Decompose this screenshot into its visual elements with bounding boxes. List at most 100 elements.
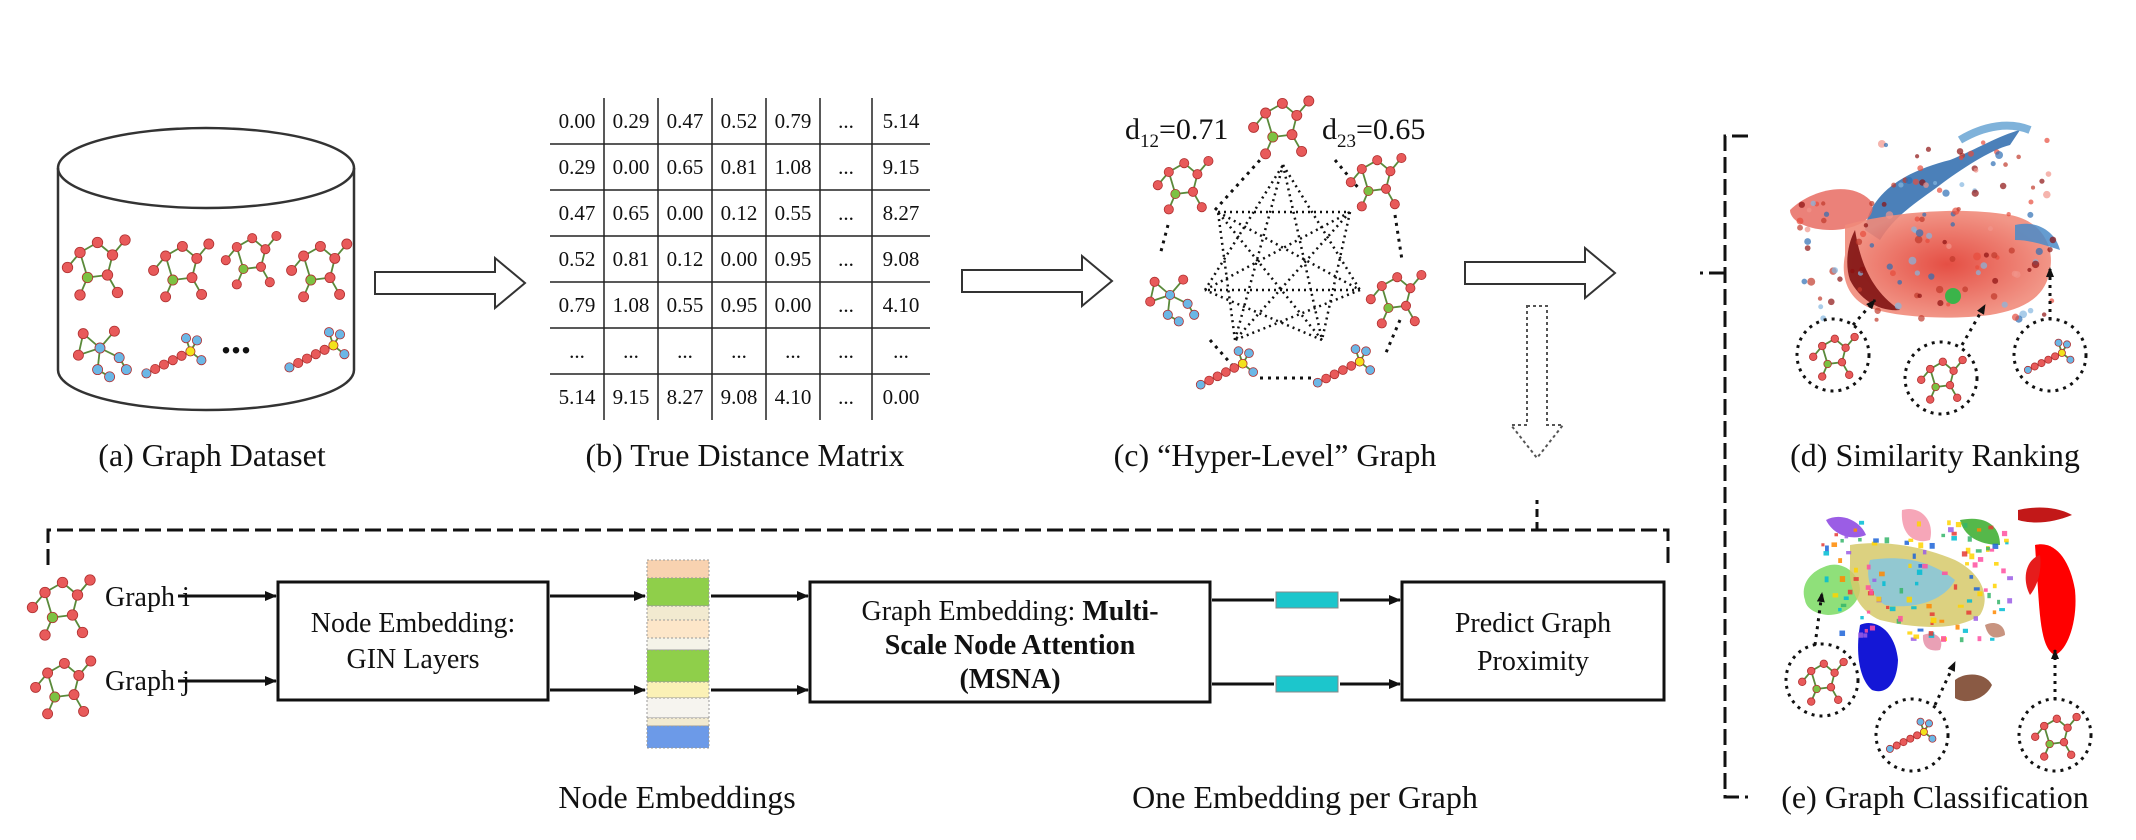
graph-embedding-msna-box: Graph Embedding: Multi- Scale Node Atten…	[808, 580, 1212, 704]
matrix-cell: ...	[838, 155, 854, 179]
matrix-cell: 0.47	[667, 109, 704, 133]
caption-hyper-level-graph: (c) “Hyper-Level” Graph	[1114, 437, 1437, 473]
molecule-icon	[1248, 95, 1315, 160]
svg-text:(MSNA): (MSNA)	[959, 664, 1060, 695]
graph-j-label: Graph j	[105, 666, 190, 697]
molecule-icon	[141, 333, 207, 379]
node-embedding-gin-box: Node Embedding: GIN Layers	[276, 580, 550, 702]
molecule-icon	[148, 238, 215, 303]
matrix-cell: 0.12	[721, 201, 758, 225]
matrix-cell: 5.14	[883, 109, 920, 133]
graph-embedding-i	[1275, 591, 1339, 609]
matrix-cell: ...	[623, 339, 639, 363]
molecule-icon	[61, 234, 131, 301]
node-embedding-stack	[646, 559, 710, 749]
pipeline-input-molecules	[26, 574, 97, 720]
graph-i-label: Graph i	[105, 582, 190, 613]
right-bracket	[1700, 134, 1748, 799]
graph-dataset-panel: ... (a) Graph Dataset	[56, 126, 356, 473]
caption-graph-classification: (e) Graph Classification	[1781, 779, 2088, 815]
graph-classification-panel: (e) Graph Classification	[1781, 507, 2093, 815]
matrix-cell: 0.00	[721, 247, 758, 271]
matrix-cell: 0.79	[775, 109, 812, 133]
matrix-cell: 8.27	[667, 385, 704, 409]
matrix-cell: 0.65	[613, 201, 650, 225]
matrix-cell: 9.08	[883, 247, 920, 271]
matrix-cell: 0.81	[721, 155, 758, 179]
matrix-cell: 9.08	[721, 385, 758, 409]
molecule-icon	[284, 327, 350, 373]
hyper-level-graph-panel: d12=0.71 d23=0.65 (c) “Hyper-Level” Grap…	[1114, 95, 1437, 473]
matrix-cell: 0.55	[667, 293, 704, 317]
matrix-cell: 0.95	[775, 247, 812, 271]
molecule-icon	[1365, 269, 1427, 329]
matrix-cell: 0.12	[667, 247, 704, 271]
caption-true-distance-matrix: (b) True Distance Matrix	[585, 437, 904, 473]
matrix-cell: 4.10	[883, 293, 920, 317]
matrix-cell: 0.00	[883, 385, 920, 409]
svg-text:Node Embedding:: Node Embedding:	[311, 608, 516, 639]
matrix-cell: ...	[677, 339, 693, 363]
caption-similarity-ranking: (d) Similarity Ranking	[1790, 437, 2080, 473]
matrix-cell: ...	[838, 109, 854, 133]
molecule-icon	[1195, 346, 1259, 390]
caption-node-embeddings: Node Embeddings	[558, 779, 795, 815]
molecule-icon	[1798, 657, 1848, 706]
molecule-icon	[1885, 717, 1937, 753]
molecule-icon	[220, 230, 282, 290]
matrix-cell: 0.55	[775, 201, 812, 225]
distance-label-d23: d23=0.65	[1322, 113, 1425, 152]
hollow-arrow-c-to-d	[1464, 245, 1617, 301]
matrix-cell: 0.29	[613, 109, 650, 133]
matrix-cell: 1.08	[613, 293, 650, 317]
matrix-cell: 8.27	[883, 201, 920, 225]
matrix-cell: 9.15	[613, 385, 650, 409]
dataset-molecules	[61, 230, 353, 383]
matrix-cell: ...	[731, 339, 747, 363]
caption-one-embedding-per-graph: One Embedding per Graph	[1132, 779, 1478, 815]
matrix-cell: ...	[838, 385, 854, 409]
matrix-cell: 0.81	[613, 247, 650, 271]
molecule-icon	[26, 574, 96, 641]
matrix-cell: 0.47	[559, 201, 596, 225]
predict-graph-proximity-box: Predict Graph Proximity	[1400, 580, 1666, 702]
dotted-down-arrow	[1508, 305, 1566, 460]
distance-matrix-panel: 0.00 0.29 0.47 0.52 0.79... 5.14 0.29 0.00 0.65 0…	[550, 98, 930, 473]
molecule-icon	[1152, 155, 1214, 215]
matrix-cell: ...	[893, 339, 909, 363]
hyper-graph-molecules	[1145, 95, 1427, 390]
pipeline-panel: Graph i Graph j Node Embedding: GIN Laye…	[26, 500, 1670, 815]
matrix-cell: ...	[785, 339, 801, 363]
matrix-cell: 0.52	[721, 109, 758, 133]
matrix-cell: ...	[838, 247, 854, 271]
matrix-cell: 0.00	[559, 109, 596, 133]
hyper-graph-star-edges	[1203, 164, 1362, 342]
svg-text:Proximity: Proximity	[1477, 646, 1589, 677]
matrix-cell: ...	[838, 201, 854, 225]
svg-text:Scale Node Attention: Scale Node Attention	[885, 630, 1136, 661]
distance-matrix-grid	[550, 98, 930, 420]
matrix-cell: 0.00	[613, 155, 650, 179]
molecule-icon	[2023, 338, 2075, 374]
molecule-icon	[1312, 344, 1376, 388]
matrix-cell: 5.14	[559, 385, 596, 409]
similarity-scatter	[1790, 121, 2060, 323]
matrix-cell: ...	[569, 339, 585, 363]
graph-embedding-j	[1275, 675, 1339, 693]
hyper-graph-edges	[1158, 158, 1404, 380]
matrix-cell: 0.52	[559, 247, 596, 271]
matrix-cell: 0.29	[559, 155, 596, 179]
dataset-ellipsis: ...	[221, 317, 251, 362]
matrix-cell: 4.10	[775, 385, 812, 409]
matrix-cell: 0.95	[721, 293, 758, 317]
matrix-cell: 0.00	[775, 293, 812, 317]
similarity-callout-molecules	[1809, 332, 2075, 404]
molecule-icon	[2031, 712, 2081, 761]
svg-text:Predict Graph: Predict Graph	[1455, 608, 1611, 639]
molecule-icon	[1145, 274, 1200, 327]
matrix-cell: 0.00	[667, 201, 704, 225]
caption-graph-dataset: (a) Graph Dataset	[98, 437, 326, 473]
classification-scatter	[1803, 507, 2076, 702]
classification-callouts	[1784, 592, 2093, 773]
